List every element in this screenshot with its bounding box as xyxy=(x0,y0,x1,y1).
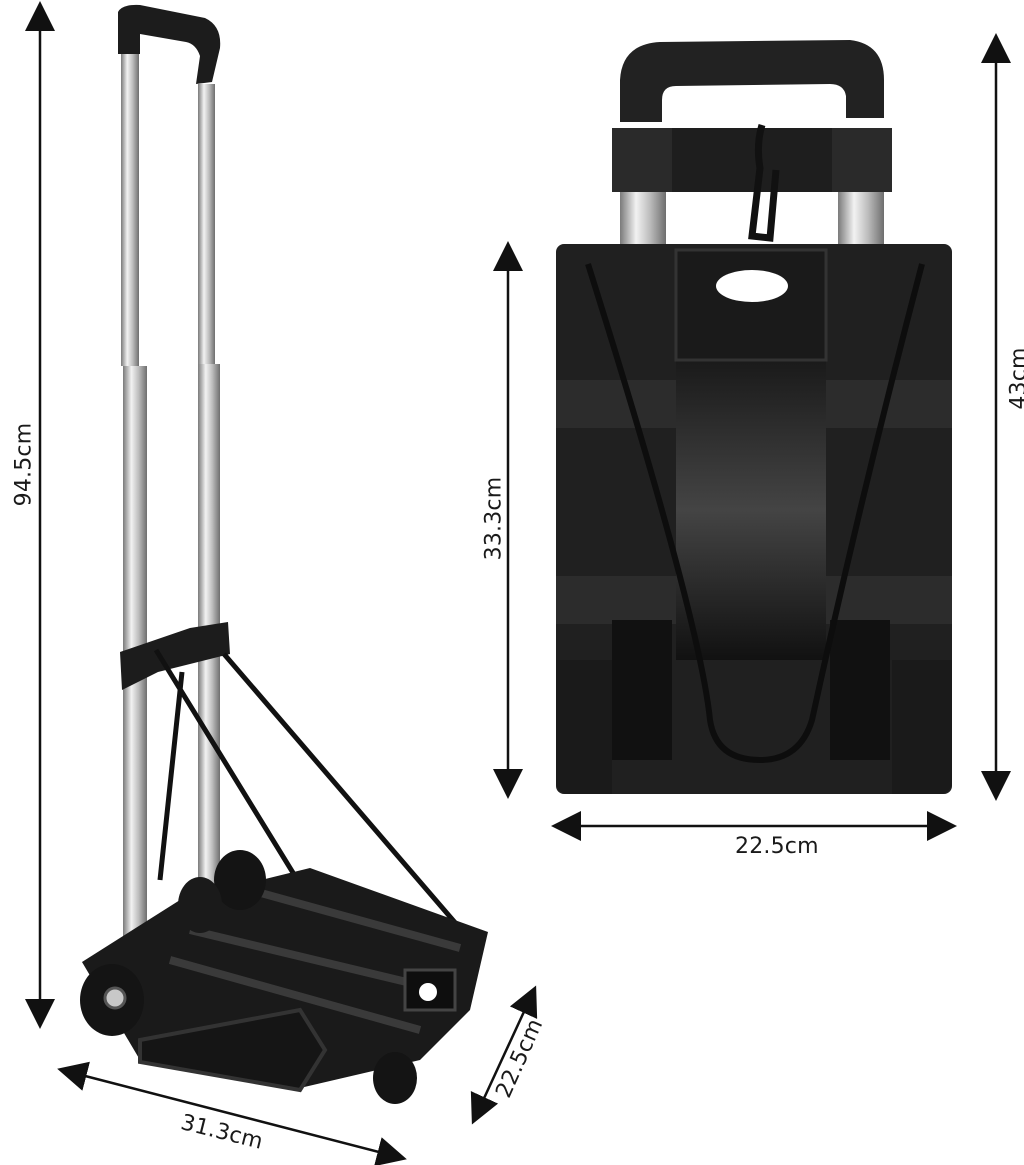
label-folded-total-height: 43cm xyxy=(1006,347,1024,410)
wheel-front-right xyxy=(373,1052,417,1104)
folded-trolley xyxy=(556,40,952,794)
pole-collar xyxy=(120,622,230,690)
label-folded-platform-height: 33.3cm xyxy=(481,476,507,561)
handle-grip xyxy=(118,4,221,85)
dimension-arrows xyxy=(25,1,1011,1165)
label-folded-width: 22.5cm xyxy=(735,834,819,859)
platform-rail xyxy=(168,886,462,1034)
top-latch xyxy=(674,248,828,362)
wheel-housing-left xyxy=(556,660,612,794)
right-pole-lower xyxy=(198,364,220,884)
center-plate xyxy=(676,360,826,660)
latch-hole xyxy=(716,270,788,302)
arrow-unfolded-width xyxy=(470,985,538,1125)
left-pole-upper xyxy=(121,54,139,366)
wheel-hub xyxy=(103,986,127,1010)
wheel-rear-left xyxy=(214,850,266,910)
right-pole-upper xyxy=(198,84,215,364)
cord-hook xyxy=(748,123,780,242)
folded-bungee xyxy=(585,263,925,764)
label-unfolded-height: 94.5cm xyxy=(11,422,37,507)
arrow-unfolded-length xyxy=(57,1061,407,1165)
inner-pole-right xyxy=(830,620,890,760)
unfolded-trolley xyxy=(80,4,488,1104)
wheel-rear-right xyxy=(178,877,222,933)
collar-band-left xyxy=(612,128,672,192)
slot-hole xyxy=(419,983,437,1001)
wheel-housing-right xyxy=(892,660,952,794)
folded-handle xyxy=(620,40,884,122)
collar-band-right xyxy=(832,128,892,192)
inner-pole-left xyxy=(612,620,672,760)
